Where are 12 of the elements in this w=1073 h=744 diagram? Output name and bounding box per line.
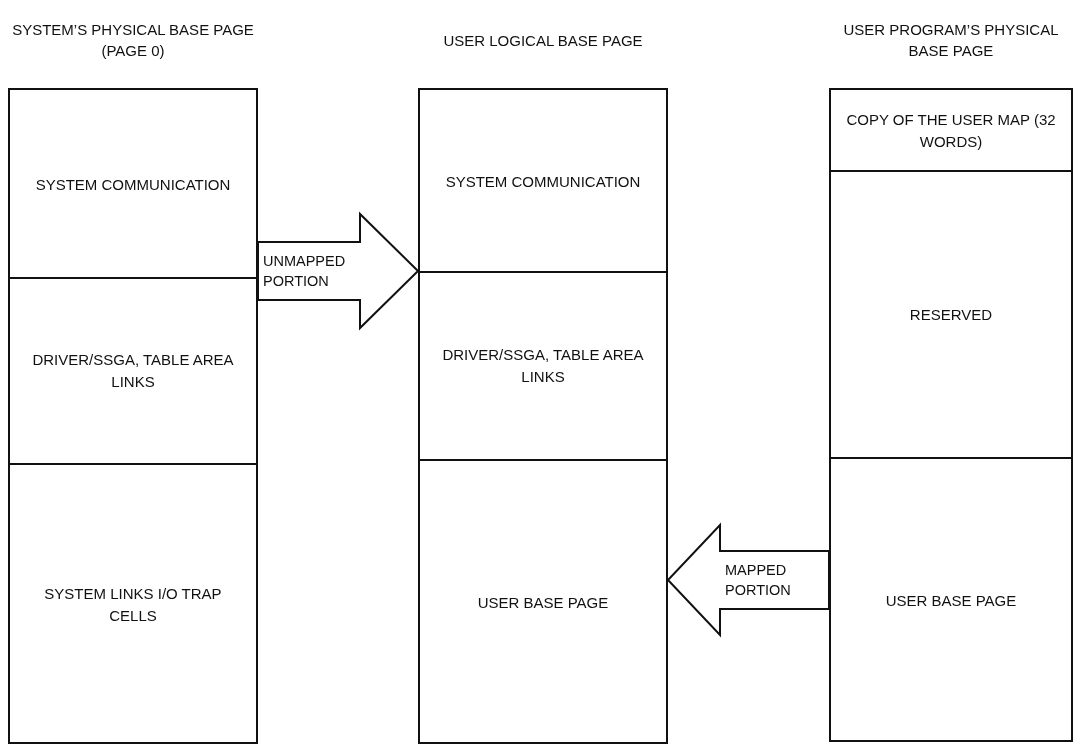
section-label: COPY OF THE USER MAP (32 WORDS) [845,110,1057,152]
column-heading: SYSTEM’S PHYSICAL BASE PAGE (PAGE 0) [11,20,255,61]
section-label: SYSTEM COMMUNICATION [35,174,231,195]
column-heading: USER LOGICAL BASE PAGE [443,30,643,51]
section-label: SYSTEM COMMUNICATION [445,171,641,192]
section-label: USER BASE PAGE [885,590,1017,611]
section-label: DRIVER/SSGA, TABLE AREA LINKS [31,350,235,392]
section-label: USER BASE PAGE [477,592,609,613]
section-label: SYSTEM LINKS I/O TRAP CELLS [43,583,223,626]
column-heading: USER PROGRAM’S PHYSICAL BASE PAGE [842,20,1060,61]
section-label: DRIVER/SSGA, TABLE AREA LINKS [441,345,645,387]
section-label: RESERVED [909,304,993,325]
